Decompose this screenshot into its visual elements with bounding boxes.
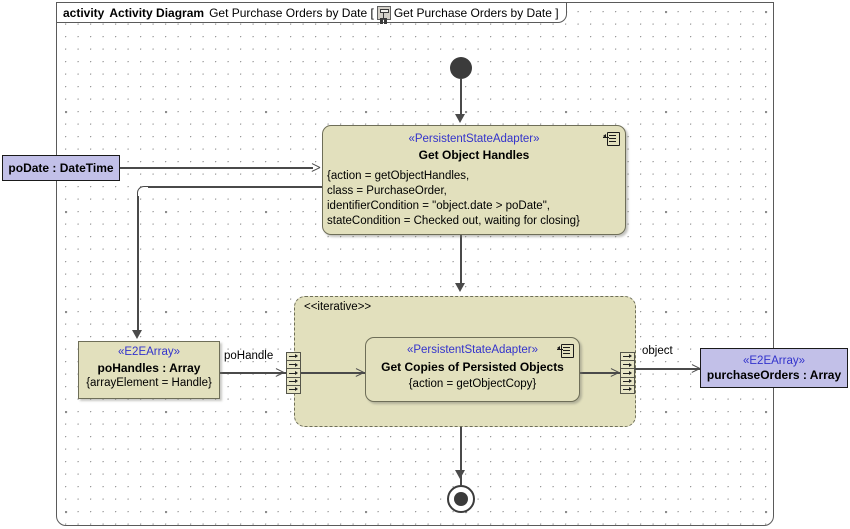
frame-qualified-name: Get Purchase Orders by Date ]	[393, 5, 559, 20]
action-properties: {action = getObjectCopy}	[408, 378, 537, 390]
edge-get-object-handles-to-region	[460, 235, 462, 285]
pin-cell	[621, 386, 634, 393]
property-line: identifierCondition = "object.date > poD…	[327, 200, 550, 212]
pin-cell	[621, 369, 634, 378]
stereotype-label: «E2EArray»	[742, 354, 805, 367]
pin-cell	[287, 386, 300, 393]
object-node-name: poHandles : Array	[97, 361, 201, 375]
edge-arrowhead	[455, 283, 465, 292]
object-node-properties: {arrayElement = Handle}	[86, 377, 212, 389]
edge-arrowhead	[455, 114, 465, 123]
edge-arrowhead	[355, 368, 364, 377]
object-node-name: poDate : DateTime	[8, 161, 114, 175]
action-name: Get Copies of Persisted Objects	[381, 360, 564, 374]
edge-arrowhead	[132, 330, 142, 339]
object-node-purchaseorders[interactable]: «E2EArray» purchaseOrders : Array	[700, 348, 848, 388]
edge-elbow	[137, 186, 149, 198]
diagram-frame	[56, 2, 774, 526]
pin-cell	[287, 353, 300, 362]
expansion-input-pin[interactable]	[286, 352, 301, 394]
edge-initial-to-get-object-handles	[460, 79, 462, 117]
stereotype-label: «E2EArray»	[117, 346, 180, 358]
action-get-object-handles[interactable]: «PersistentStateAdapter» Get Object Hand…	[322, 125, 626, 235]
sub-diagram-icon[interactable]	[602, 132, 620, 146]
property-line: {action = getObjectHandles,	[327, 170, 470, 182]
edge-arrowhead	[275, 368, 284, 377]
expansion-output-pin[interactable]	[620, 352, 635, 394]
stereotype-label: «PersistentStateAdapter»	[406, 344, 539, 356]
edge-arrowhead	[455, 470, 465, 479]
edge-arrowhead	[691, 364, 700, 373]
action-properties: {action = getObjectHandles, class = Purc…	[327, 169, 625, 229]
pin-cell	[287, 378, 300, 386]
pin-cell	[287, 369, 300, 378]
frame-header[interactable]: activity Activity Diagram Get Purchase O…	[56, 2, 567, 23]
pin-cell	[621, 353, 634, 362]
edge-arrowhead	[311, 163, 320, 172]
frame-keyword: activity	[63, 5, 105, 20]
stereotype-label: «PersistentStateAdapter»	[408, 133, 540, 145]
region-label: <<iterative>>	[304, 301, 372, 313]
edge-get-object-handles-to-pohandles-h	[148, 186, 322, 188]
property-line: class = PurchaseOrder,	[327, 185, 447, 197]
edge-get-object-handles-to-pohandles-v	[137, 196, 139, 332]
grid-overlay	[57, 3, 773, 525]
object-node-name: purchaseOrders : Array	[706, 367, 842, 382]
property-line: stateCondition = Checked out, waiting fo…	[327, 215, 580, 227]
edge-label-object: object	[642, 345, 673, 357]
object-node-podate[interactable]: poDate : DateTime	[2, 155, 120, 181]
pin-cell	[621, 378, 634, 386]
frame-type-name: Activity Diagram	[109, 5, 205, 20]
pin-cell	[287, 361, 300, 370]
frame-diagram-name: Get Purchase Orders by Date [	[209, 5, 374, 20]
activity-diagram-icon	[376, 5, 391, 20]
edge-podate-to-get-object-handles	[120, 167, 313, 169]
edge-label-pohandle: poHandle	[224, 350, 274, 362]
object-node-pohandles[interactable]: «E2EArray» poHandles : Array {arrayEleme…	[78, 341, 220, 399]
action-get-copies-of-persisted-objects[interactable]: «PersistentStateAdapter» Get Copies of P…	[365, 337, 580, 402]
initial-node[interactable]	[450, 57, 472, 79]
activity-final-node[interactable]	[447, 485, 475, 513]
edge-arrowhead	[610, 368, 619, 377]
pin-cell	[621, 361, 634, 370]
sub-diagram-icon[interactable]	[556, 344, 574, 358]
action-name: Get Object Handles	[418, 148, 530, 162]
